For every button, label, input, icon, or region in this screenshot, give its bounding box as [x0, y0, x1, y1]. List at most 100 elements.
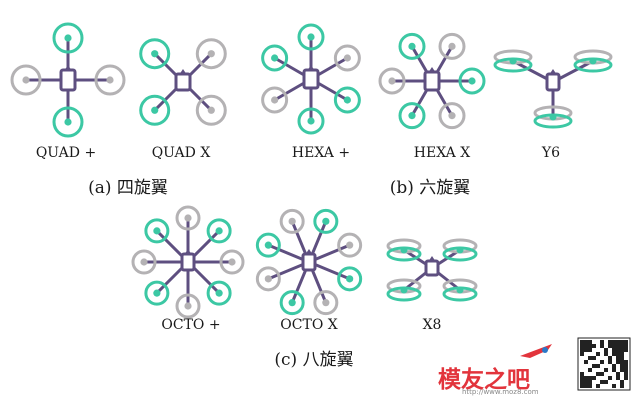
- qr-module: [624, 372, 628, 376]
- octo-plus-rotor: [206, 280, 232, 306]
- qr-module: [612, 344, 616, 348]
- hexa-plus-hub: [271, 96, 279, 104]
- hexa-x-nose: [428, 67, 436, 73]
- hexa-plus-rotor: [261, 86, 289, 114]
- qr-module: [592, 364, 596, 368]
- octo-plus-nose: [184, 249, 192, 255]
- qr-module: [612, 368, 616, 372]
- octo-x-rotor: [313, 208, 339, 234]
- octo-x-hub: [322, 217, 330, 225]
- qr-module: [592, 344, 596, 348]
- qr-module: [580, 352, 584, 356]
- qr-module: [600, 372, 604, 376]
- hexa-plus-rotor: [297, 23, 325, 51]
- qr-module: [616, 348, 620, 352]
- hexa-plus-body: [302, 68, 320, 90]
- hexa-x-rotor: [398, 32, 426, 60]
- qr-module: [620, 384, 624, 388]
- qr-module: [580, 340, 584, 344]
- hexa-plus-hub: [343, 96, 351, 104]
- hexa-x-rotor: [438, 32, 466, 60]
- octo-x-rotor: [255, 232, 281, 258]
- qr-module: [624, 376, 628, 380]
- qr-module: [620, 364, 624, 368]
- qr-module: [580, 380, 584, 384]
- qr-module: [588, 384, 592, 388]
- octo-plus-rotor: [144, 280, 170, 306]
- qr-module: [608, 376, 612, 380]
- x8-hub: [400, 246, 408, 254]
- label-hexa-x: HEXA X: [413, 145, 471, 161]
- qr-module: [612, 364, 616, 368]
- x8-body: [424, 259, 440, 277]
- qr-module: [612, 352, 616, 356]
- label-quad-x: QUAD X: [151, 145, 211, 161]
- qr-module: [584, 380, 588, 384]
- octo-x-rotor: [337, 232, 363, 258]
- quad-x-body: [174, 72, 192, 92]
- qr-module: [620, 360, 624, 364]
- qr-module: [608, 340, 612, 344]
- quad-x-nose: [179, 69, 187, 75]
- quad-plus-rotor: [52, 22, 84, 54]
- quad-x-rotor: [139, 94, 171, 126]
- hexa-x-hub: [388, 77, 396, 85]
- hexa-x-hub: [448, 42, 456, 50]
- octo-plus-body: [180, 252, 196, 272]
- y6-hub: [549, 113, 557, 121]
- quad-x-hub: [151, 50, 159, 58]
- quad-plus-hub: [22, 76, 30, 84]
- qr-module: [624, 344, 628, 348]
- qr-module: [600, 360, 604, 364]
- qr-module: [584, 360, 588, 364]
- qr-module: [620, 344, 624, 348]
- octo-x-hub: [322, 299, 330, 307]
- octo-x-hub: [264, 241, 272, 249]
- octo-x-rotor: [255, 266, 281, 292]
- y6-hub: [589, 57, 597, 65]
- octo-plus-hub: [228, 258, 236, 266]
- qr-module: [624, 368, 628, 372]
- qr-module: [580, 376, 584, 380]
- octo-plus-rotor: [131, 249, 157, 275]
- qr-module: [612, 340, 616, 344]
- qr-module: [584, 344, 588, 348]
- qr-module: [588, 348, 592, 352]
- qr-module: [608, 356, 612, 360]
- octo-plus-hub: [140, 258, 148, 266]
- label-octo-x: OCTO X: [280, 317, 338, 333]
- quad-plus-hub: [64, 118, 72, 126]
- hexa-x-hub: [408, 42, 416, 50]
- octo-plus-hub: [215, 289, 223, 297]
- qr-module: [584, 376, 588, 380]
- quad-plus-hub: [106, 76, 114, 84]
- watermark-plane-dot-icon: [542, 347, 548, 353]
- qr-module: [624, 360, 628, 364]
- quad-x-rotor: [139, 38, 171, 70]
- octo-x-hub: [346, 241, 354, 249]
- hexa-plus-hub: [307, 33, 315, 41]
- qr-module: [624, 364, 628, 368]
- qr-module: [580, 344, 584, 348]
- hexa-x-hub: [408, 112, 416, 120]
- quad-x-hub: [207, 50, 215, 58]
- qr-module: [588, 344, 592, 348]
- qr-module: [620, 352, 624, 356]
- qr-module: [608, 360, 612, 364]
- group-label-hexa: (b) 六旋翼: [389, 178, 471, 198]
- quad-x-rotor: [195, 38, 227, 70]
- octo-plus-hub: [153, 289, 161, 297]
- qr-module: [624, 340, 628, 344]
- group-label-octo: (c) 八旋翼: [274, 350, 354, 370]
- octo-x-hub: [288, 217, 296, 225]
- octo-plus-rotor: [175, 293, 201, 319]
- quad-plus-rotor: [94, 64, 126, 96]
- qr-module: [588, 356, 592, 360]
- hexa-plus-hub: [343, 54, 351, 62]
- hexa-x-body: [423, 70, 441, 92]
- hexa-plus-nose: [307, 65, 315, 71]
- qr-module: [604, 368, 608, 372]
- quad-x-hub: [207, 106, 215, 114]
- qr-module: [584, 348, 588, 352]
